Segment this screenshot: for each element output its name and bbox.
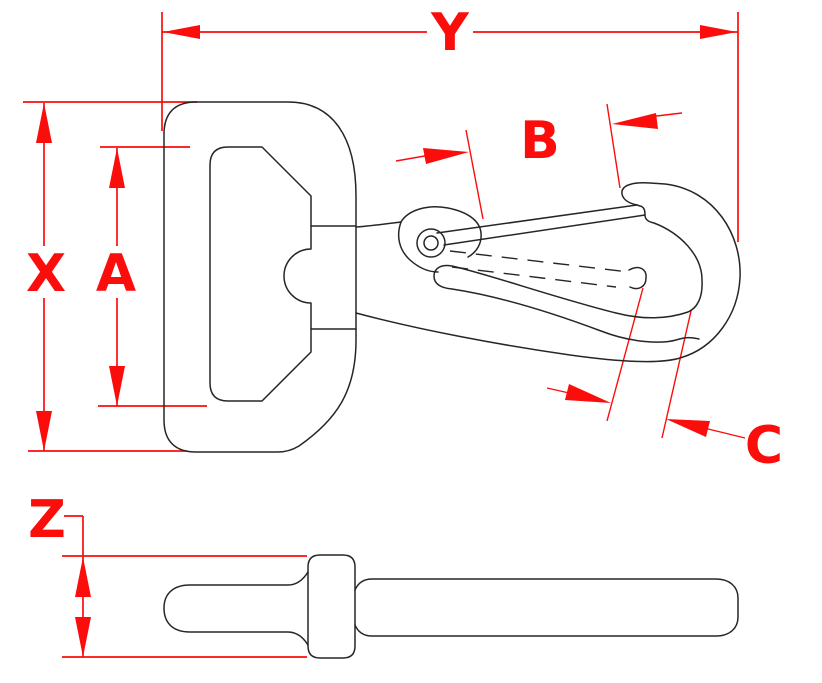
- z-arrow-down: [75, 617, 91, 657]
- b-extension-tick-right: [606, 103, 621, 189]
- hidden-spring-edge-upper: [449, 250, 630, 273]
- shank-top-edge: [355, 221, 402, 228]
- dimension-c: C: [546, 287, 783, 476]
- a-arrow-top: [109, 148, 125, 188]
- z-arrow-up: [75, 557, 91, 597]
- side-view-swivel-collar: [307, 554, 356, 659]
- x-arrow-top: [36, 103, 52, 143]
- hook-body-outline: [355, 182, 741, 363]
- dimension-x: X: [23, 101, 197, 452]
- rivet-inner-circle: [423, 235, 439, 251]
- dim-label-a: A: [96, 244, 136, 304]
- hidden-spring-edge-lower: [451, 266, 617, 288]
- side-view-body-bar: [354, 578, 739, 637]
- gate-bottom-edge: [443, 214, 646, 246]
- c-extension-tick-right: [661, 310, 692, 439]
- x-arrow-bottom: [36, 411, 52, 451]
- dim-label-y: Y: [430, 3, 470, 63]
- gate-top-edge: [436, 204, 638, 234]
- dim-label-x: X: [26, 244, 66, 304]
- side-view-loop-bar: [163, 571, 309, 646]
- rivet-outer-circle: [416, 228, 446, 258]
- strap-loop-outer-path: [163, 101, 357, 453]
- spring-end-curl: [628, 266, 647, 290]
- dimension-b: B: [395, 103, 683, 220]
- snap-hook-side-view: [163, 554, 739, 659]
- b-arrow-right: [612, 113, 658, 129]
- snap-hook-top-view: [163, 101, 741, 453]
- c-extension-tick-left: [606, 287, 644, 422]
- b-extension-tick-left: [465, 129, 484, 220]
- dimension-a: A: [96, 146, 207, 407]
- c-arrow-left: [565, 384, 611, 403]
- dimension-y: Y: [161, 3, 739, 242]
- y-arrow-left: [163, 25, 200, 39]
- a-arrow-bottom: [109, 366, 125, 406]
- dim-label-b: B: [520, 111, 560, 171]
- dim-label-z: Z: [28, 490, 66, 550]
- dim-label-c: C: [745, 416, 783, 476]
- c-arrow-right: [666, 419, 710, 437]
- dimension-z: Z: [28, 490, 307, 658]
- rivet-boss-upper-curve: [400, 206, 482, 258]
- y-arrow-right: [700, 25, 737, 39]
- rivet-boss-lower-curve: [398, 221, 439, 273]
- strap-loop-inner-path: [209, 146, 312, 402]
- b-arrow-left: [423, 148, 469, 164]
